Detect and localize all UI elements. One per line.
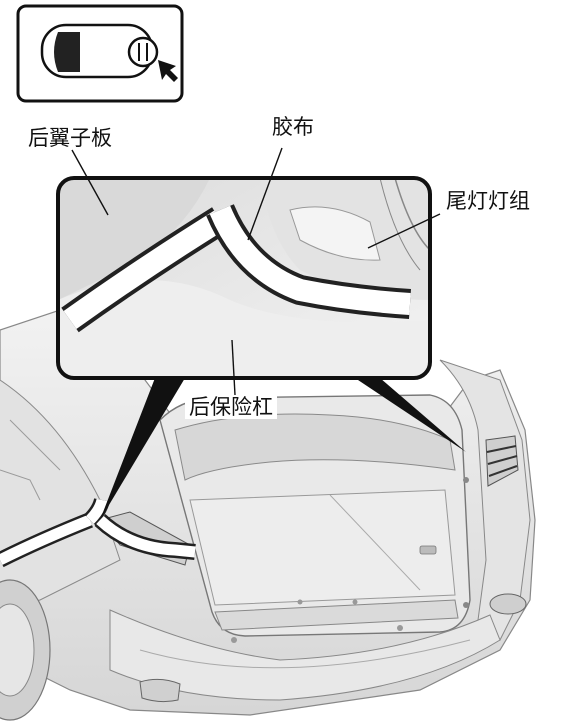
vehicle-rear-illustration — [0, 309, 536, 721]
leader-tail-light — [367, 213, 441, 249]
zoom-detail-box — [56, 176, 432, 380]
label-rear-bumper: 后保险杠 — [185, 396, 277, 419]
leader-rear-fender — [71, 149, 109, 216]
zoom-connector-right — [355, 378, 466, 452]
label-tail-light: 尾灯灯组 — [446, 189, 530, 213]
label-tape: 胶布 — [272, 115, 314, 139]
leader-tape — [247, 147, 283, 241]
zoom-connector-left — [100, 378, 185, 520]
vehicle-locator-icon — [16, 4, 184, 103]
label-rear-fender: 后翼子板 — [28, 126, 112, 150]
leader-rear-bumper — [231, 339, 236, 396]
leader-lines — [71, 147, 441, 396]
